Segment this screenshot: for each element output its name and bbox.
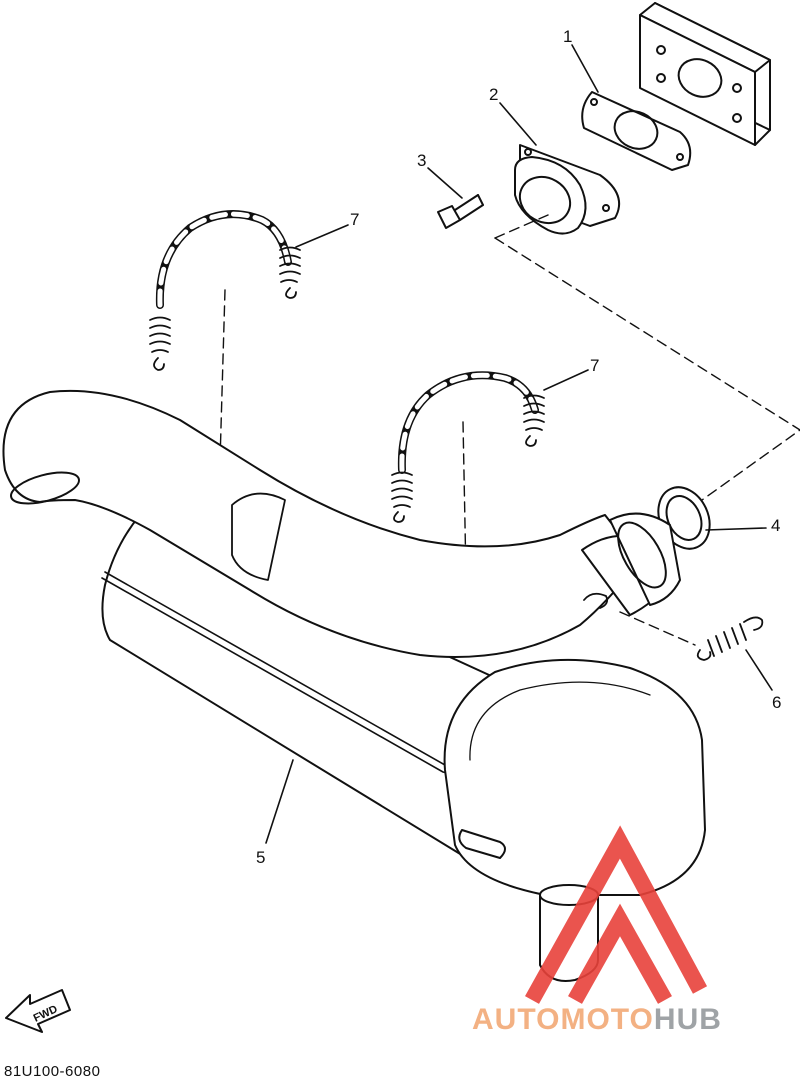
manifold-joint-part-2	[514, 144, 620, 235]
callout-part-7-right: 7	[590, 356, 600, 375]
fwd-arrow-icon	[5, 989, 71, 1033]
spring-part-7-left	[149, 210, 301, 371]
brand-text-a: AUTOMOTO	[472, 1003, 654, 1036]
spring-part-7-right	[391, 371, 545, 523]
diagram-code: 81U100-6080	[4, 1063, 101, 1080]
callout-part-4: 4	[771, 516, 781, 535]
callout-part-6: 6	[772, 693, 782, 712]
callout-part-3: 3	[417, 151, 427, 170]
spring-part-6	[696, 616, 764, 661]
triangle-logo-icon	[525, 825, 708, 1004]
callout-part-2: 2	[489, 85, 499, 104]
gasket-part-1	[581, 91, 692, 171]
callout-part-7-left: 7	[350, 210, 360, 229]
bolt-part-3	[437, 194, 484, 229]
callout-part-5: 5	[256, 848, 266, 867]
watermark-brand: AUTOMOTOHUB	[472, 1003, 722, 1037]
callout-part-1: 1	[563, 27, 573, 46]
cylinder-block	[639, 2, 771, 146]
brand-text-b: HUB	[653, 1003, 722, 1036]
muffler-part-5	[101, 514, 706, 982]
exhaust-pipe	[2, 389, 681, 658]
